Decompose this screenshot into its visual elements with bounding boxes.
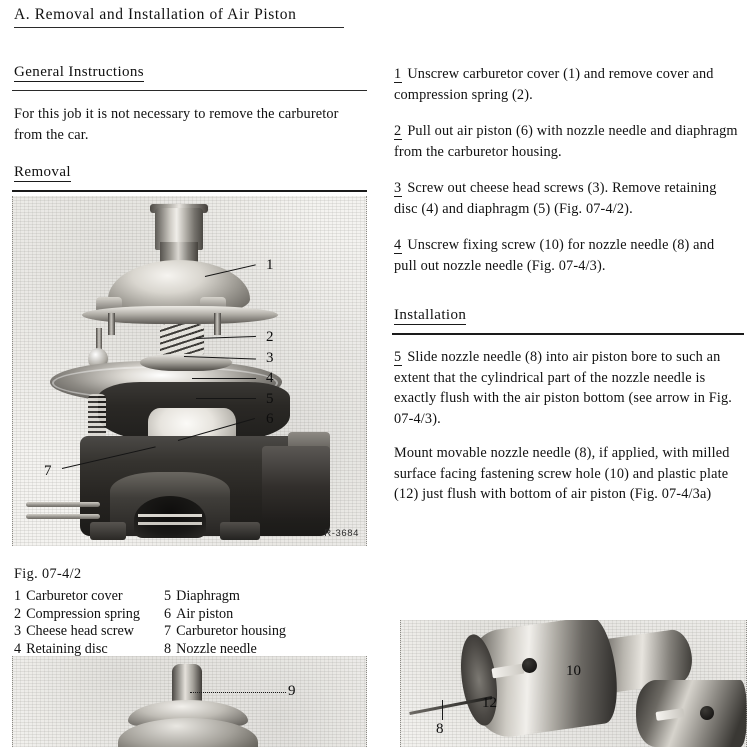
leader-line-5 [196, 398, 256, 399]
housing-foot-left [90, 522, 126, 540]
carburetor-exploded-photo: R-3684 [12, 196, 367, 546]
callout-2: 2 [266, 329, 274, 345]
page-title: A. Removal and Installation of Air Pisto… [14, 6, 297, 23]
legend-label: Compression spring [26, 605, 140, 622]
callout-10: 10 [566, 663, 581, 679]
callout-6: 6 [266, 411, 274, 427]
legend-label: Carburetor housing [176, 623, 287, 640]
installation-rule [392, 333, 744, 335]
legend-index: 7 [164, 623, 172, 640]
housing-side-block [262, 446, 330, 520]
step-text: Pull out air piston (6) with nozzle need… [394, 123, 738, 160]
cover-screw-left [108, 313, 115, 335]
callout-7: 7 [44, 463, 52, 479]
installation-note: Mount movable nozzle needle (8), if appl… [394, 445, 730, 502]
callout-9: 9 [288, 683, 296, 699]
step-number: 2 [394, 123, 403, 140]
legend-index: 3 [14, 623, 22, 640]
retaining-disc [140, 354, 232, 371]
leader-line-4 [192, 378, 256, 379]
step-number: 5 [394, 349, 403, 366]
cover-screw-right [214, 313, 221, 335]
general-instructions-rule [12, 90, 367, 91]
step-text: Unscrew carburetor cover (1) and remove … [394, 66, 714, 103]
title-underline [14, 27, 344, 28]
lever-rod [96, 328, 102, 354]
step-number: 3 [394, 180, 403, 197]
legend-index: 6 [164, 605, 172, 622]
callout-1: 1 [266, 257, 274, 273]
callout-3: 3 [266, 350, 274, 366]
inset-screw-hole [700, 706, 714, 720]
figure-caption: Fig. 07-4/2 [14, 566, 82, 582]
legend-index: 5 [164, 588, 172, 604]
fastening-screw-hole [522, 658, 537, 673]
callout-5: 5 [266, 391, 274, 407]
nozzle-needle-detail-photo [12, 656, 367, 747]
callout-4: 4 [266, 370, 274, 386]
general-instructions-heading: General Instructions [14, 64, 145, 82]
legend-index: 8 [164, 640, 172, 657]
step-number: 1 [394, 66, 403, 83]
photo-frame-edge [12, 196, 367, 546]
installation-heading-text: Installation [394, 307, 467, 325]
legend-index: 2 [14, 605, 22, 622]
step-text: Slide nozzle needle (8) into air piston … [394, 349, 733, 427]
legend-index: 4 [14, 640, 22, 657]
step-text: Screw out cheese head screws (3). Remove… [394, 180, 717, 217]
inset-piston-view [636, 680, 747, 747]
legend-label: Air piston [176, 605, 234, 622]
legend-label: Cheese head screw [26, 623, 135, 640]
removal-rule [12, 190, 367, 192]
installation-heading: Installation [394, 307, 467, 325]
lever-spring [88, 394, 106, 448]
fuel-tube-upper [26, 502, 100, 507]
needle-stem [172, 664, 202, 704]
step-number: 4 [394, 237, 403, 254]
legend-label: Diaphragm [176, 588, 240, 604]
carburetor-assembly-illustration [12, 196, 367, 546]
step-text: Unscrew fixing screw (10) for nozzle nee… [394, 237, 715, 274]
legend-label: Retaining disc [26, 640, 108, 657]
callout-12: 12 [482, 695, 497, 711]
throttle-plate-upper [138, 514, 202, 517]
general-instructions-heading-text: General Instructions [14, 64, 145, 82]
throttle-bore [134, 496, 206, 538]
general-instructions-body: For this job it is not necessary to remo… [14, 106, 339, 143]
photo-frame-edge [12, 656, 367, 747]
callout-8: 8 [436, 721, 444, 737]
throttle-plate-lower [138, 522, 202, 525]
removal-heading-text: Removal [14, 164, 71, 182]
cover-flange [82, 306, 278, 324]
removal-heading: Removal [14, 164, 71, 182]
legend-label: Nozzle needle [176, 640, 257, 657]
housing-foot-right [220, 522, 260, 540]
photo-frame-edge [400, 620, 747, 747]
fuel-tube-lower [26, 514, 100, 519]
air-piston-needle-photo [400, 620, 747, 747]
leader-line-9 [190, 692, 286, 693]
legend-label: Carburetor cover [26, 588, 123, 604]
leader-line-8 [442, 700, 443, 720]
legend-index: 1 [14, 588, 22, 604]
photo-reference-code: R-3684 [324, 528, 359, 539]
